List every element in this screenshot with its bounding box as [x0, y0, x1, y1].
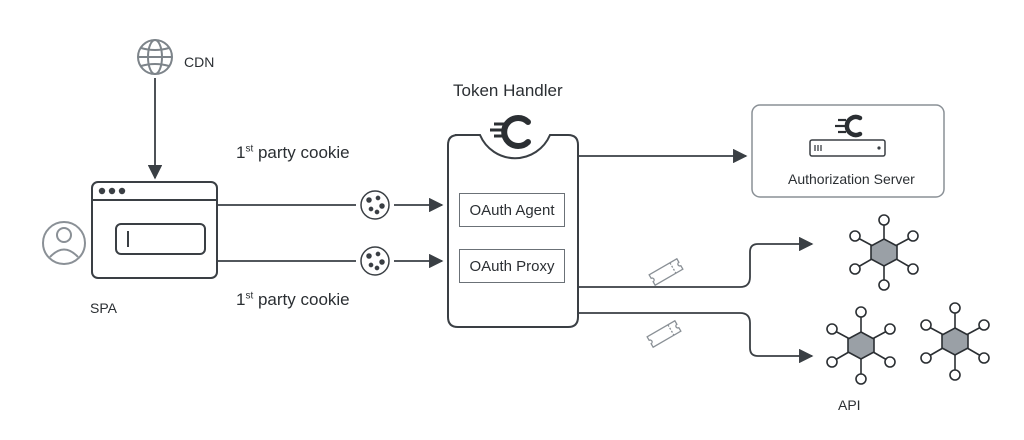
cookie-prefix: 1 — [236, 290, 246, 309]
curity-logo-icon — [490, 115, 531, 149]
token-handler-title: Token Handler — [453, 81, 563, 100]
token-ticket-icon — [646, 319, 682, 349]
th-to-api-arrow-top — [578, 236, 814, 288]
globe-icon — [137, 39, 173, 75]
oauth-agent-box: OAuth Agent — [459, 193, 565, 227]
cookie-suffix: party cookie — [253, 290, 350, 309]
api-hexagon-icon — [920, 302, 990, 381]
authorization-server-label: Authorization Server — [788, 171, 915, 187]
cookie-icon — [360, 190, 390, 220]
spa-browser-window — [91, 181, 218, 279]
cookie-prefix: 1 — [236, 143, 246, 162]
cookie-sup: st — [245, 143, 254, 155]
server-icon — [809, 139, 886, 157]
token-handler-box — [447, 134, 579, 328]
first-party-cookie-label-bottom: 1st party cookie — [236, 290, 350, 310]
api-hexagon-icon — [849, 214, 919, 291]
curity-logo-icon — [835, 114, 863, 138]
th-to-api-arrow-bottom — [578, 312, 814, 364]
cookie-suffix: party cookie — [253, 143, 350, 162]
cdn-label: CDN — [184, 54, 215, 70]
api-label: API — [838, 397, 861, 413]
cookie-sup: st — [245, 290, 254, 302]
user-icon — [42, 221, 86, 265]
first-party-cookie-label-top: 1st party cookie — [236, 143, 350, 163]
cookie-icon — [360, 246, 390, 276]
token-ticket-icon — [648, 257, 684, 287]
oauth-proxy-box: OAuth Proxy — [459, 249, 565, 283]
api-hexagon-icon — [826, 306, 896, 385]
spa-label: SPA — [90, 300, 117, 316]
